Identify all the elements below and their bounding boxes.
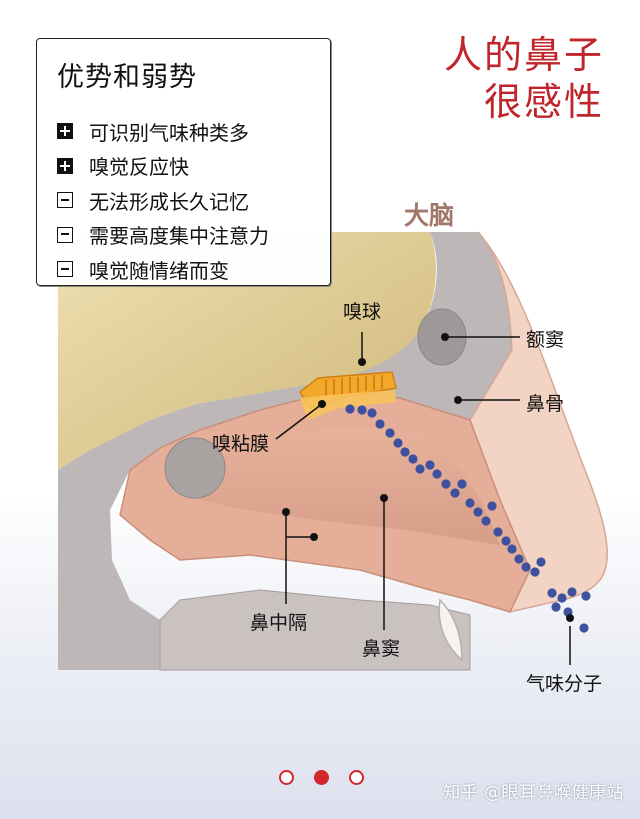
nostril-cartilage [438, 598, 463, 662]
olfactory-bulb-fibers [325, 375, 383, 396]
legend-item: 可识别气味种类多 [57, 114, 269, 149]
odor-molecule-dot [567, 587, 577, 597]
label-nasal-septum: 鼻中隔 [250, 612, 308, 634]
odor-molecule-dot [393, 438, 403, 448]
minus-icon [57, 261, 73, 278]
title-line-1: 人的鼻子 [443, 33, 604, 77]
odor-molecule-dot [521, 562, 531, 572]
legend-title: 优势和弱势 [57, 62, 197, 93]
sphenoid-sinus-cavity [164, 437, 226, 499]
legend-item-text: 无法形成长久记忆 [89, 189, 249, 214]
nasal-cavity [200, 427, 500, 545]
legend-item: 嗅觉反应快 [57, 149, 269, 184]
pager-dot[interactable] [279, 770, 294, 785]
odor-molecule-dot [514, 554, 524, 564]
legend-item: 嗅觉随情绪而变 [57, 252, 269, 287]
skull-bone [58, 232, 512, 670]
odor-molecule-dot [493, 527, 503, 537]
odor-molecule-dot [385, 428, 395, 438]
odor-molecule-dot [579, 623, 589, 633]
odor-molecule-dot [473, 507, 483, 517]
plus-icon [57, 157, 73, 174]
odor-molecule-dot [450, 488, 460, 498]
odor-molecule-dot [375, 419, 385, 429]
odor-molecule-dot [415, 464, 425, 474]
minus-icon [57, 192, 73, 209]
label-odor-molecules: 气味分子 [526, 673, 603, 695]
odor-molecule-dots [345, 404, 591, 633]
odor-molecule-dot [432, 469, 442, 479]
label-olfactory-bulb: 嗅球 [343, 301, 382, 323]
page-title: 人的鼻子 很感性 [444, 32, 604, 126]
label-olfactory-mucosa: 嗅粘膜 [212, 433, 270, 455]
odor-molecule-dot [345, 404, 355, 414]
odor-molecule-dot [581, 591, 591, 601]
odor-molecule-dot [465, 498, 475, 508]
title-line-2: 很感性 [483, 80, 604, 124]
odor-molecule-dot [551, 602, 561, 612]
legend-item-text: 嗅觉随情绪而变 [89, 258, 229, 283]
odor-molecule-dot [530, 567, 540, 577]
legend-item-text: 需要高度集中注意力 [89, 224, 269, 249]
leader-points [282, 333, 574, 622]
legend-item-text: 嗅觉反应快 [89, 155, 189, 180]
plus-icon [57, 123, 73, 140]
pager-dot-active[interactable] [314, 770, 329, 785]
legend-item: 需要高度集中注意力 [57, 218, 269, 253]
legend-item: 无法形成长久记忆 [57, 183, 269, 218]
odor-molecule-dot [557, 593, 567, 603]
watermark: 知乎 @眼耳鼻喉健康站 [443, 783, 624, 803]
pros-cons-legend: 优势和弱势 可识别气味种类多 嗅觉反应快 无法形成长久记忆 需要高度集中注意力 … [36, 38, 331, 286]
leader-lines [275, 332, 571, 665]
palate [159, 589, 471, 671]
odor-molecule-dot [501, 536, 511, 546]
odor-molecule-dot [367, 408, 377, 418]
pager-dot[interactable] [349, 770, 364, 785]
label-frontal-sinus: 额窦 [526, 329, 565, 351]
label-brain: 大脑 [404, 201, 455, 230]
odor-molecule-dot [487, 501, 497, 511]
odor-molecule-dot [507, 544, 517, 554]
brain-region [58, 232, 436, 470]
odor-molecule-dot [457, 479, 467, 489]
odor-molecule-dot [400, 447, 410, 457]
label-nasal-bone: 鼻骨 [526, 393, 565, 415]
odor-molecule-dot [536, 557, 546, 567]
odor-molecule-dot [441, 479, 451, 489]
odor-molecule-dot [547, 588, 557, 598]
minus-icon [57, 226, 73, 243]
legend-list: 可识别气味种类多 嗅觉反应快 无法形成长久记忆 需要高度集中注意力 嗅觉随情绪而… [57, 114, 269, 287]
odor-molecule-dot [408, 454, 418, 464]
odor-molecule-dot [481, 516, 491, 526]
label-nasal-sinus: 鼻窦 [362, 638, 401, 660]
odor-molecule-dot [425, 460, 435, 470]
legend-item-text: 可识别气味种类多 [89, 120, 249, 145]
odor-molecule-dot [357, 405, 367, 415]
